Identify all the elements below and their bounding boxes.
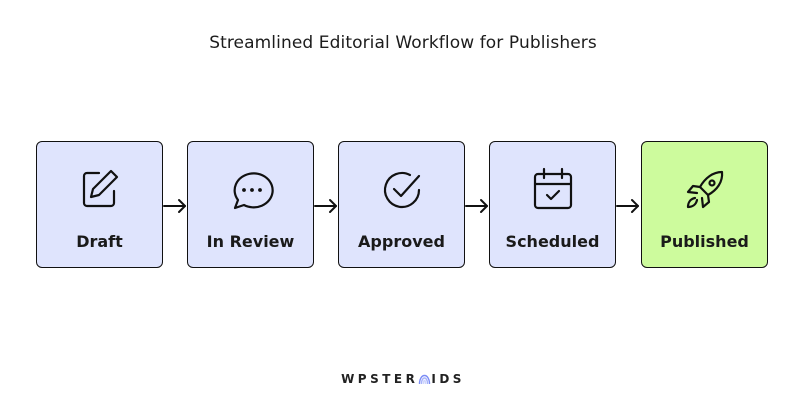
brand-logo: WPSTER IDS	[0, 372, 806, 386]
arrow-right-icon	[314, 199, 337, 213]
step-label: Published	[660, 232, 749, 251]
brand-text-end: IDS	[431, 372, 465, 386]
step-label: In Review	[206, 232, 295, 251]
step-published: Published	[641, 141, 768, 268]
edit-icon	[82, 169, 118, 208]
workflow: Draft In Review Approved	[36, 141, 771, 270]
chat-bubble-icon	[233, 172, 274, 210]
step-label: Draft	[76, 232, 123, 251]
check-circle-icon	[383, 171, 420, 209]
rocket-icon	[686, 170, 723, 209]
step-label: Scheduled	[505, 232, 600, 251]
step-draft: Draft	[36, 141, 163, 268]
step-label: Approved	[358, 232, 445, 251]
diagram-title: Streamlined Editorial Workflow for Publi…	[209, 33, 597, 53]
step-in-review: In Review	[187, 141, 314, 268]
step-approved: Approved	[338, 141, 465, 268]
calendar-check-icon	[533, 167, 572, 210]
brand-o-icon	[419, 374, 431, 384]
brand-text-start: WPSTER	[341, 372, 419, 386]
arrow-right-icon	[465, 199, 488, 213]
arrow-right-icon	[616, 199, 639, 213]
arrow-right-icon	[163, 199, 186, 213]
step-scheduled: Scheduled	[489, 141, 616, 268]
